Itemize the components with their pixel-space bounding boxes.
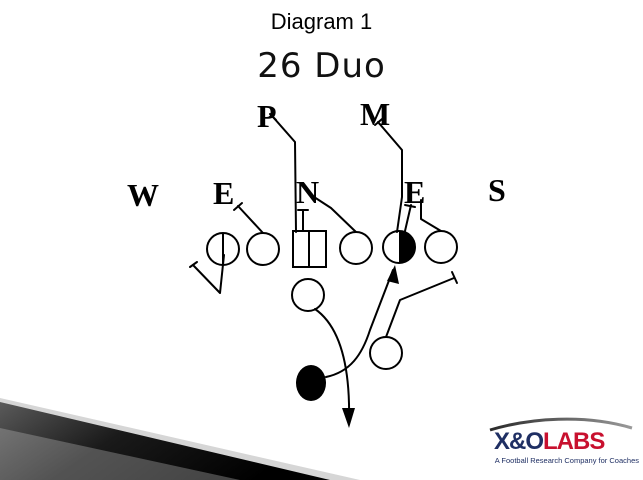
slide-title: 26 Duo [257,46,386,86]
corner-wedge [0,398,360,480]
left-tackle-block [192,254,225,294]
tight-end [424,230,458,264]
defender-label-n: N [296,174,319,210]
brand-logo: X&OLABS [494,428,605,456]
right-tackle-block [404,204,412,232]
quarterback [291,278,325,312]
defender-label-w: W [127,177,159,213]
running-back-path [325,269,394,378]
right-tackle-block-tip [404,204,416,208]
fullback-route [385,277,455,338]
running-back-path-arrow [387,265,399,284]
brand-tagline: A Football Research Company for Coaches [494,456,639,465]
p-line-tip [269,113,277,121]
defender-label-m: M [360,96,390,132]
slide-subtitle: Diagram 1 [270,9,373,34]
defender-label-e-left: E [213,175,234,211]
m-line-tip [374,118,383,126]
brand-name-part1: X&O [494,428,544,455]
tight-end-block [420,199,442,232]
defender-label-p: P [257,98,277,134]
brand-name-part2: LABS [543,428,605,455]
left-guard-block [237,205,264,234]
fullback-route-tip [451,271,458,284]
qb-path-arrow [342,408,355,428]
p-line [272,116,297,233]
right-guard-block [310,194,357,233]
right-tackle-fill [399,231,415,263]
qb-path [314,308,351,423]
m-line [377,121,403,233]
defender-label-s: S [488,172,506,208]
running-back [296,365,326,401]
left-guard-block-tip [233,202,243,211]
fullback [369,336,403,370]
left-tackle-block-tip [189,261,198,268]
brand-swoosh [489,417,633,432]
right-guard [339,231,373,265]
left-guard [246,232,280,266]
